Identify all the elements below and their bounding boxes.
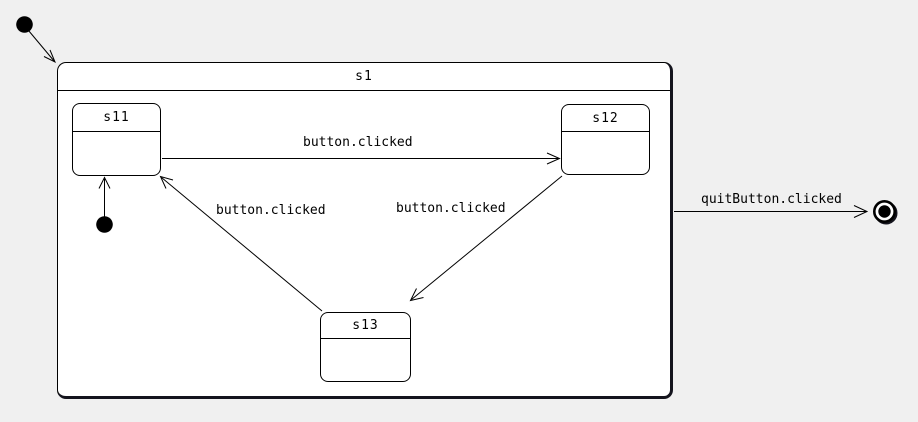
state-s12: s12 [561,104,650,175]
state-s1-title: s1 [58,63,670,91]
initial-state-icon [16,16,33,33]
transition-label-s13-s11: button.clicked [216,203,326,218]
final-state-icon [872,200,898,225]
transition-initial-to-s1 [28,30,56,64]
transition-label-s11-s12: button.clicked [303,135,413,150]
transition-label-s12-s13: button.clicked [396,201,506,216]
state-s11: s11 [72,103,161,176]
transition-label-quit: quitButton.clicked [701,192,842,207]
state-s12-title: s12 [562,105,649,132]
state-s13-title: s13 [321,313,410,339]
state-s13: s13 [320,312,411,382]
state-s11-title: s11 [73,104,160,132]
